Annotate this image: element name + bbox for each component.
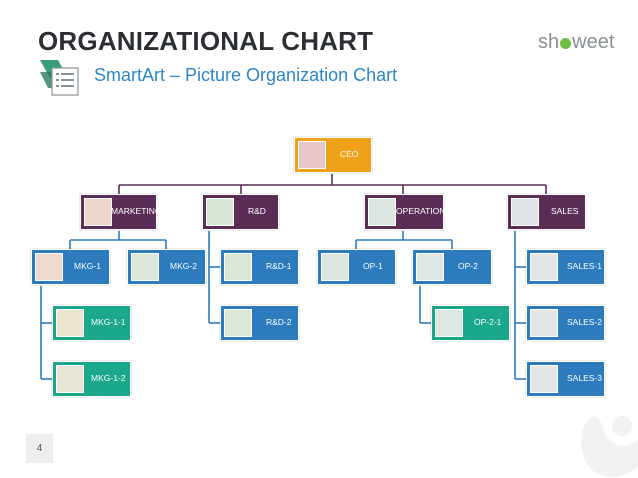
photo-placeholder-icon [511,198,539,226]
photo-placeholder-icon [56,365,84,393]
photo-placeholder-icon [206,198,234,226]
document-icon [40,60,79,96]
photo-placeholder-icon [530,253,558,281]
photo-placeholder-icon [298,141,326,169]
node-sales-1[interactable]: SALES-1 [526,249,605,285]
node-ceo-label: CEO [340,149,359,159]
watermark-logo-icon [580,416,638,477]
photo-placeholder-icon [224,309,252,337]
node-rnd-1-label: R&D-1 [266,261,292,271]
node-sales-3[interactable]: SALES-3 [526,361,605,397]
photo-placeholder-icon [35,253,63,281]
node-op-2[interactable]: OP-2 [412,249,492,285]
node-mkg-1-2-label: MKG-1-2 [91,373,126,383]
photo-placeholder-icon [416,253,444,281]
photo-placeholder-icon [435,309,463,337]
node-mkg-2[interactable]: MKG-2 [127,249,206,285]
node-rnd-2[interactable]: R&D-2 [220,305,299,341]
node-mkg-1-label: MKG-1 [74,261,101,271]
photo-placeholder-icon [224,253,252,281]
logo-dot-icon [560,38,572,49]
photo-placeholder-icon [530,309,558,337]
node-op-1[interactable]: OP-1 [317,249,396,285]
node-rnd-label: R&D [248,206,266,216]
photo-placeholder-icon [321,253,349,281]
photo-placeholder-icon [84,198,112,226]
logo-text-left: sh [538,31,560,53]
node-sales-3-label: SALES-3 [567,373,602,383]
page-subtitle: SmartArt – Picture Organization Chart [94,65,398,85]
node-op-2-1[interactable]: OP-2-1 [431,305,510,341]
node-sales-2-label: SALES-2 [567,317,602,327]
node-ceo[interactable]: CEO [294,137,372,173]
node-marketing[interactable]: MARKETING [80,194,162,230]
node-mkg-2-label: MKG-2 [170,261,197,271]
node-sales-2[interactable]: SALES-2 [526,305,605,341]
node-sales[interactable]: SALES [507,194,586,230]
node-marketing-label: MARKETING [111,206,162,216]
node-op-2-1-label: OP-2-1 [474,317,502,327]
node-op-1-label: OP-1 [363,261,383,271]
logo-text-right: weet [572,31,615,53]
photo-placeholder-icon [530,365,558,393]
node-operations[interactable]: OPERATIONS [364,194,451,230]
node-op-2-label: OP-2 [458,261,478,271]
node-rnd[interactable]: R&D [202,194,279,230]
node-mkg-1-1[interactable]: MKG-1-1 [52,305,131,341]
node-sales-1-label: SALES-1 [567,261,602,271]
node-mkg-1-1-label: MKG-1-1 [91,317,126,327]
node-operations-label: OPERATIONS [396,206,452,216]
node-rnd-1[interactable]: R&D-1 [220,249,299,285]
photo-placeholder-icon [368,198,396,226]
node-mkg-1-2[interactable]: MKG-1-2 [52,361,131,397]
node-mkg-1[interactable]: MKG-1 [31,249,110,285]
photo-placeholder-icon [131,253,159,281]
node-sales-label: SALES [551,206,579,216]
node-rnd-2-label: R&D-2 [266,317,292,327]
photo-placeholder-icon [56,309,84,337]
page-number: 4 [26,434,53,463]
page-title: ORGANIZATIONAL CHART [38,26,374,56]
